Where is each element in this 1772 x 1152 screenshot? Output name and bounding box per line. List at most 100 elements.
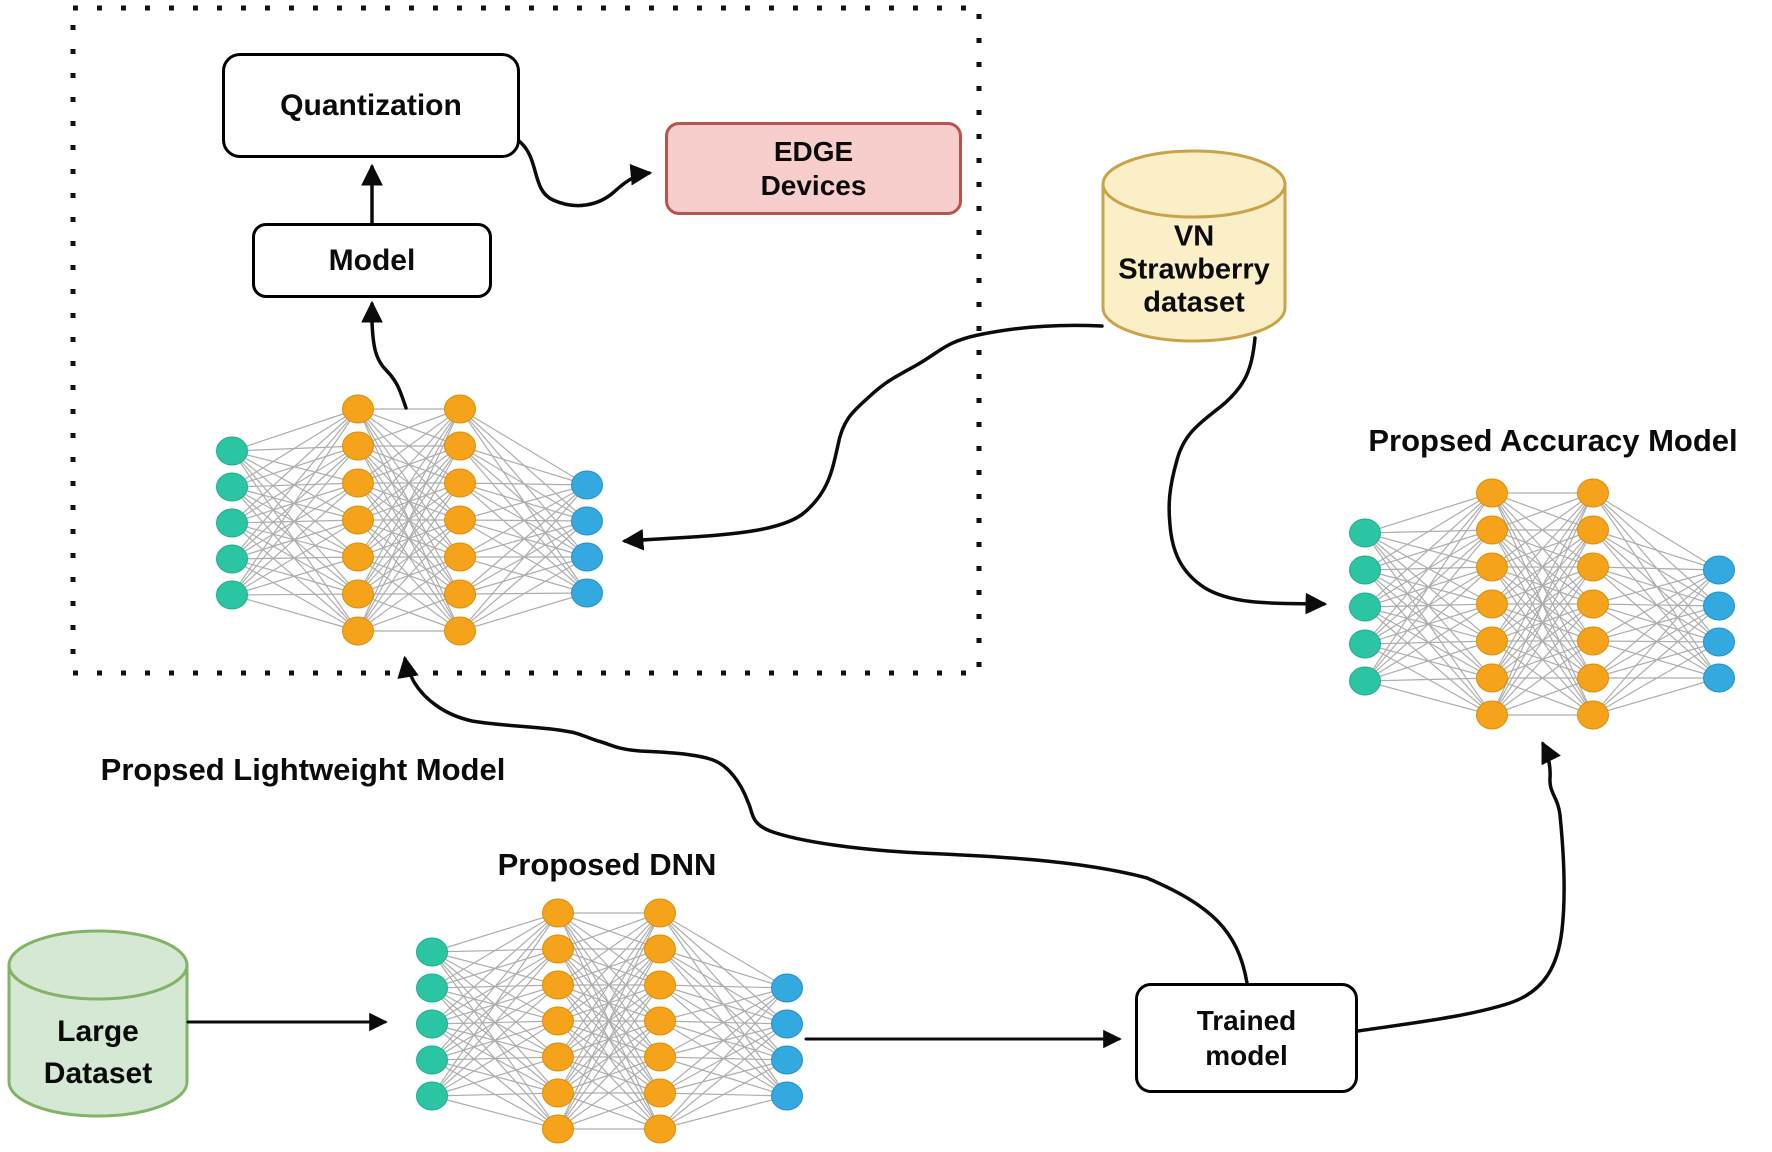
orange-neuron-node [1577,700,1609,730]
vn-cylinder-top [1101,149,1287,219]
orange-neuron-node [1476,626,1508,656]
green-neuron-node [216,580,248,610]
network-edge [459,484,588,558]
vn-cylinder-body [1101,182,1287,343]
edge-devices-label-line2: Devices [760,169,867,201]
network-edge [459,445,588,486]
dnn-network [416,898,803,1144]
connectors-group [186,139,1566,1049]
network-edge [659,912,788,989]
orange-neuron-node [1577,626,1609,656]
network-edge [431,912,559,1097]
network-edge [1491,566,1594,716]
green-neuron-node [216,436,248,466]
accuracy-model-title: Propsed Accuracy Model [1368,423,1738,458]
network-edge [231,594,359,632]
orange-neuron-node [342,468,374,498]
network-edge [1364,492,1493,645]
network-edge [1592,569,1720,605]
network-edge [557,1056,661,1130]
blue-neuron-node [771,1081,803,1111]
trained-model-box: Trained model [1135,983,1358,1093]
network-edge [357,445,461,632]
green-neuron-node [416,937,448,967]
network-edge [1364,529,1493,682]
orange-neuron-node [342,579,374,609]
network-edge [357,408,461,484]
vn-dataset-label-line1: VN [1173,220,1215,253]
green-neuron-node [1349,592,1381,622]
network-edge [431,1056,559,1097]
proposed-dnn-title: Proposed DNN [497,847,717,882]
orange-neuron-node [644,970,676,1000]
orange-neuron-node [542,1114,574,1144]
network-edge [659,984,788,989]
network-edge [1364,492,1493,608]
network-edge [557,912,661,1022]
trained-model-label-line1: Trained [1196,1005,1297,1036]
orange-neuron-node [342,431,374,461]
network-edge [357,408,461,521]
orange-neuron-node [444,431,476,461]
orange-neuron-node [644,1006,676,1036]
network-edge [1364,492,1493,534]
orange-neuron-node [1577,552,1609,582]
orange-neuron-node [444,505,476,535]
network-edge [1491,677,1594,716]
network-edge [459,482,588,486]
network-edge [1592,569,1720,716]
neural-networks-group [216,394,1735,1144]
network-edge [1364,566,1493,682]
network-edge [231,408,359,488]
network-edge [431,1095,559,1130]
accuracy-network [1349,478,1735,730]
network-edge [557,1092,661,1130]
network-edge [231,519,359,596]
large-dataset-label-line2: Dataset [43,1057,153,1090]
large-dataset-label: Large Dataset [44,1011,152,1095]
orange-neuron-node [444,394,476,424]
model-label: Model [328,243,416,277]
blue-neuron-node [1703,627,1735,657]
orange-neuron-node [644,898,676,928]
network-edge [1364,492,1493,682]
blue-neuron-node [1703,591,1735,621]
orange-neuron-node [444,468,476,498]
network-edge [659,987,788,1094]
green-neuron-node [216,472,248,502]
large-cylinder-top [7,929,189,1001]
network-edge [1592,569,1720,642]
orange-neuron-node [644,1114,676,1144]
orange-neuron-node [542,1006,574,1036]
network-edge [357,408,461,595]
network-edge [1491,529,1594,716]
quantization-label: Quantization [280,88,462,122]
network-edge [231,408,359,524]
network-edge [1592,569,1720,679]
orange-neuron-node [1577,589,1609,619]
blue-neuron-node [1703,555,1735,585]
network-edge [357,593,461,632]
network-edge [557,912,661,1058]
network-edge [431,912,559,989]
orange-neuron-node [444,542,476,572]
network-edge [231,408,359,452]
network-edge [459,556,588,632]
green-neuron-node [416,1009,448,1039]
network-edge [431,912,559,1025]
network-edge [1491,603,1594,716]
network-edge [431,912,559,953]
network-edge [659,1059,788,1130]
arrow-vn-dataset-to-accuracy-network [1167,336,1328,615]
blue-neuron-node [571,506,603,536]
green-neuron-node [1349,518,1381,548]
network-edge [557,984,661,1130]
network-edge [1364,677,1493,682]
network-edge [459,592,588,632]
network-edge [1491,492,1594,531]
orange-neuron-node [444,579,476,609]
network-edge [431,1092,559,1097]
blue-neuron-node [1703,663,1735,693]
network-edge [659,1095,788,1130]
